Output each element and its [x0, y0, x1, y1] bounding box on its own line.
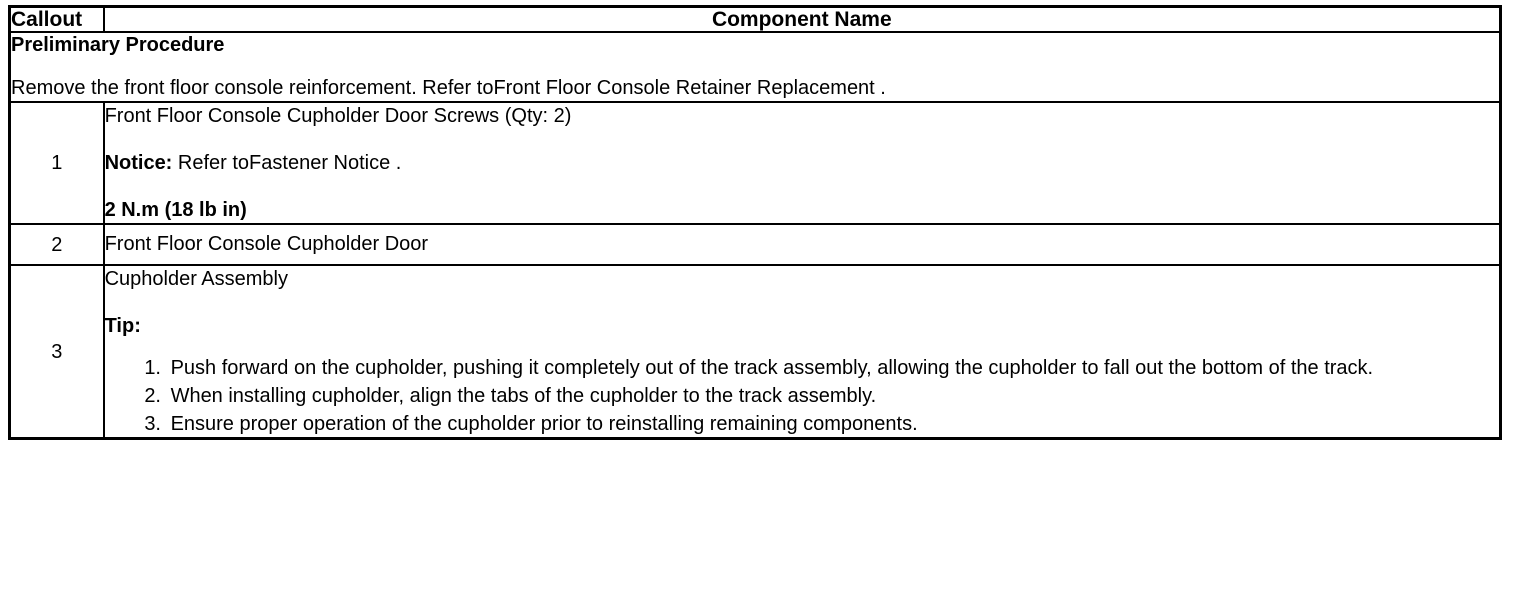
callout-number-2: 2	[8, 223, 105, 267]
callout-number-3: 3	[8, 264, 105, 440]
component-title-3: Cupholder Assembly	[104, 268, 288, 291]
list-item: Ensure proper operation of the cupholder…	[167, 411, 1499, 437]
notice-text: Refer toFastener Notice .	[172, 152, 402, 175]
preliminary-procedure-text: Remove the front floor console reinforce…	[11, 77, 886, 100]
table-row: 3 Cupholder Assembly Tip: Push forward o…	[8, 264, 1502, 440]
column-header-callout: Callout	[8, 5, 105, 34]
table-row: 2 Front Floor Console Cupholder Door	[8, 223, 1502, 267]
component-title-2: Front Floor Console Cupholder Door	[104, 233, 429, 256]
preliminary-procedure-title: Preliminary Procedure	[11, 34, 225, 57]
list-item: When installing cupholder, align the tab…	[167, 383, 1499, 409]
component-description-1: Front Floor Console Cupholder Door Screw…	[102, 101, 1502, 226]
component-table: Callout Component Name Preliminary Proce…	[8, 5, 1502, 441]
callout-number-1: 1	[8, 101, 105, 226]
notice-label: Notice:	[104, 152, 173, 175]
component-title-1: Front Floor Console Cupholder Door Screw…	[104, 105, 572, 128]
tip-list: Push forward on the cupholder, pushing i…	[105, 355, 1499, 437]
component-description-2: Front Floor Console Cupholder Door	[102, 223, 1502, 267]
preliminary-procedure-row: Preliminary Procedure Remove the front f…	[8, 31, 1502, 104]
torque-spec-1: 2 N.m (18 lb in)	[104, 199, 247, 222]
column-header-component-name: Component Name	[102, 5, 1502, 34]
list-item: Push forward on the cupholder, pushing i…	[167, 355, 1499, 381]
component-description-3: Cupholder Assembly Tip: Push forward on …	[102, 264, 1502, 440]
table-header-row: Callout Component Name	[8, 5, 1502, 34]
table-row: 1 Front Floor Console Cupholder Door Scr…	[8, 101, 1502, 226]
notice-line-1: Notice: Refer toFastener Notice .	[105, 150, 1499, 176]
tip-label: Tip:	[104, 315, 141, 338]
preliminary-procedure-cell: Preliminary Procedure Remove the front f…	[8, 31, 1502, 104]
